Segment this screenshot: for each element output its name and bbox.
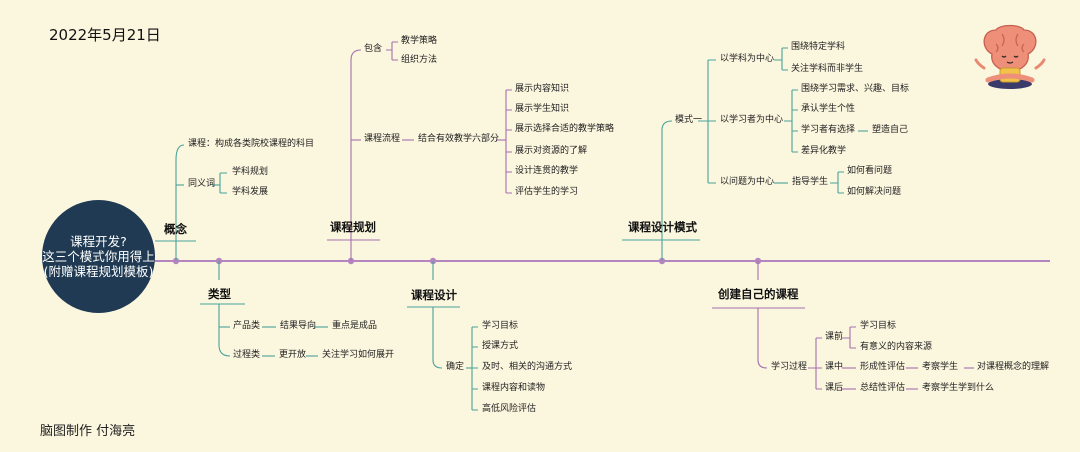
node-chanpin[interactable]: 产品类 <box>233 321 261 331</box>
node-wenti-2[interactable]: 如何解决问题 <box>847 187 902 197</box>
node-kqian-1[interactable]: 学习目标 <box>860 321 897 331</box>
node-guanzhu[interactable]: 关注学习如何展开 <box>322 350 395 360</box>
node-sheji-4[interactable]: 课程内容和读物 <box>482 383 546 393</box>
root-line-3: (附赠课程规划模板) <box>43 264 154 279</box>
node-lijie[interactable]: 对课程概念的理解 <box>977 362 1050 372</box>
brain-meditating-icon <box>974 24 1046 89</box>
node-wenti[interactable]: 以问题为中心 <box>720 177 775 187</box>
date-label: 2022年5月21日 <box>49 26 161 44</box>
branch-title-gainian[interactable]: 概念 <box>164 222 187 236</box>
node-guocheng[interactable]: 过程类 <box>233 350 261 360</box>
node-tongyi[interactable]: 同义词 <box>188 179 216 189</box>
node-six-1[interactable]: 展示内容知识 <box>515 84 570 94</box>
node-xueke-2[interactable]: 关注学科而非学生 <box>791 64 864 74</box>
node-xueke[interactable]: 以学科为中心 <box>720 54 775 64</box>
node-xueke-fazhan[interactable]: 学科发展 <box>232 187 269 197</box>
node-xuexizhe-1[interactable]: 围绕学习需求、兴趣、目标 <box>801 84 910 94</box>
node-sheji-1[interactable]: 学习目标 <box>482 321 519 331</box>
node-xingcheng[interactable]: 形成性评估 <box>860 362 906 372</box>
node-kaocha1[interactable]: 考察学生 <box>922 362 959 372</box>
node-kqian[interactable]: 课前 <box>825 332 844 342</box>
node-khou[interactable]: 课后 <box>825 383 844 393</box>
branch-title-sheji[interactable]: 课程设计 <box>411 288 457 302</box>
node-zuzhi[interactable]: 组织方法 <box>401 55 438 65</box>
credit-label: 脑图制作 付海亮 <box>40 424 136 439</box>
node-sheji-2[interactable]: 授课方式 <box>482 341 519 351</box>
node-xueke-1[interactable]: 围绕特定学科 <box>791 42 846 52</box>
node-six-4[interactable]: 展示对资源的了解 <box>515 146 588 156</box>
root-node[interactable]: 课程开发? 这三个模式你用得上 (附赠课程规划模板) <box>42 200 155 313</box>
root-line-2: 这三个模式你用得上 <box>42 249 155 264</box>
branch-title-leixing[interactable]: 类型 <box>208 287 231 301</box>
node-xueke-guihua[interactable]: 学科规划 <box>232 167 269 177</box>
root-line-1: 课程开发? <box>70 234 127 249</box>
node-six-3[interactable]: 展示选择合适的教学策略 <box>515 124 615 134</box>
node-sheji-5[interactable]: 高低风险评估 <box>482 404 537 414</box>
node-jieguo[interactable]: 结果导向 <box>280 321 317 331</box>
node-moshiyi[interactable]: 模式一 <box>675 115 703 125</box>
node-suzao[interactable]: 塑造自己 <box>872 125 909 135</box>
node-xuexizhe[interactable]: 以学习者为中心 <box>720 115 784 125</box>
node-kaifang[interactable]: 更开放 <box>279 350 307 360</box>
node-jiehe[interactable]: 结合有效教学六部分 <box>418 134 500 144</box>
node-queding[interactable]: 确定 <box>446 362 465 372</box>
node-celue[interactable]: 教学策略 <box>401 36 438 46</box>
node-xuexi[interactable]: 学习过程 <box>771 362 808 372</box>
node-wenti-1[interactable]: 如何看问题 <box>847 166 893 176</box>
node-xuexizhe-2[interactable]: 承认学生个性 <box>801 104 856 114</box>
node-xuexizhe-4[interactable]: 差异化教学 <box>801 146 847 156</box>
node-kecheng[interactable]: 课程：构成各类院校课程的科目 <box>188 139 315 149</box>
node-liucheng[interactable]: 课程流程 <box>364 134 401 144</box>
node-zhongdian[interactable]: 重点是成品 <box>332 321 378 331</box>
node-sheji-3[interactable]: 及时、相关的沟通方式 <box>482 362 573 372</box>
node-six-2[interactable]: 展示学生知识 <box>515 104 570 114</box>
node-kaocha2[interactable]: 考察学生学到什么 <box>922 383 995 393</box>
node-xuexizhe-3[interactable]: 学习者有选择 <box>801 125 856 135</box>
node-baohan[interactable]: 包含 <box>364 44 383 54</box>
node-zongjie[interactable]: 总结性评估 <box>860 383 906 393</box>
node-six-6[interactable]: 评估学生的学习 <box>515 187 579 197</box>
branch-title-moshi[interactable]: 课程设计模式 <box>628 220 697 234</box>
node-kzhong[interactable]: 课中 <box>825 362 844 372</box>
branch-title-guihua[interactable]: 课程规划 <box>330 220 376 234</box>
node-zhidao[interactable]: 指导学生 <box>792 177 829 187</box>
node-kqian-2[interactable]: 有意义的内容来源 <box>860 342 933 352</box>
branch-title-chuangjian[interactable]: 创建自己的课程 <box>718 287 799 301</box>
node-six-5[interactable]: 设计连贯的教学 <box>515 166 579 176</box>
